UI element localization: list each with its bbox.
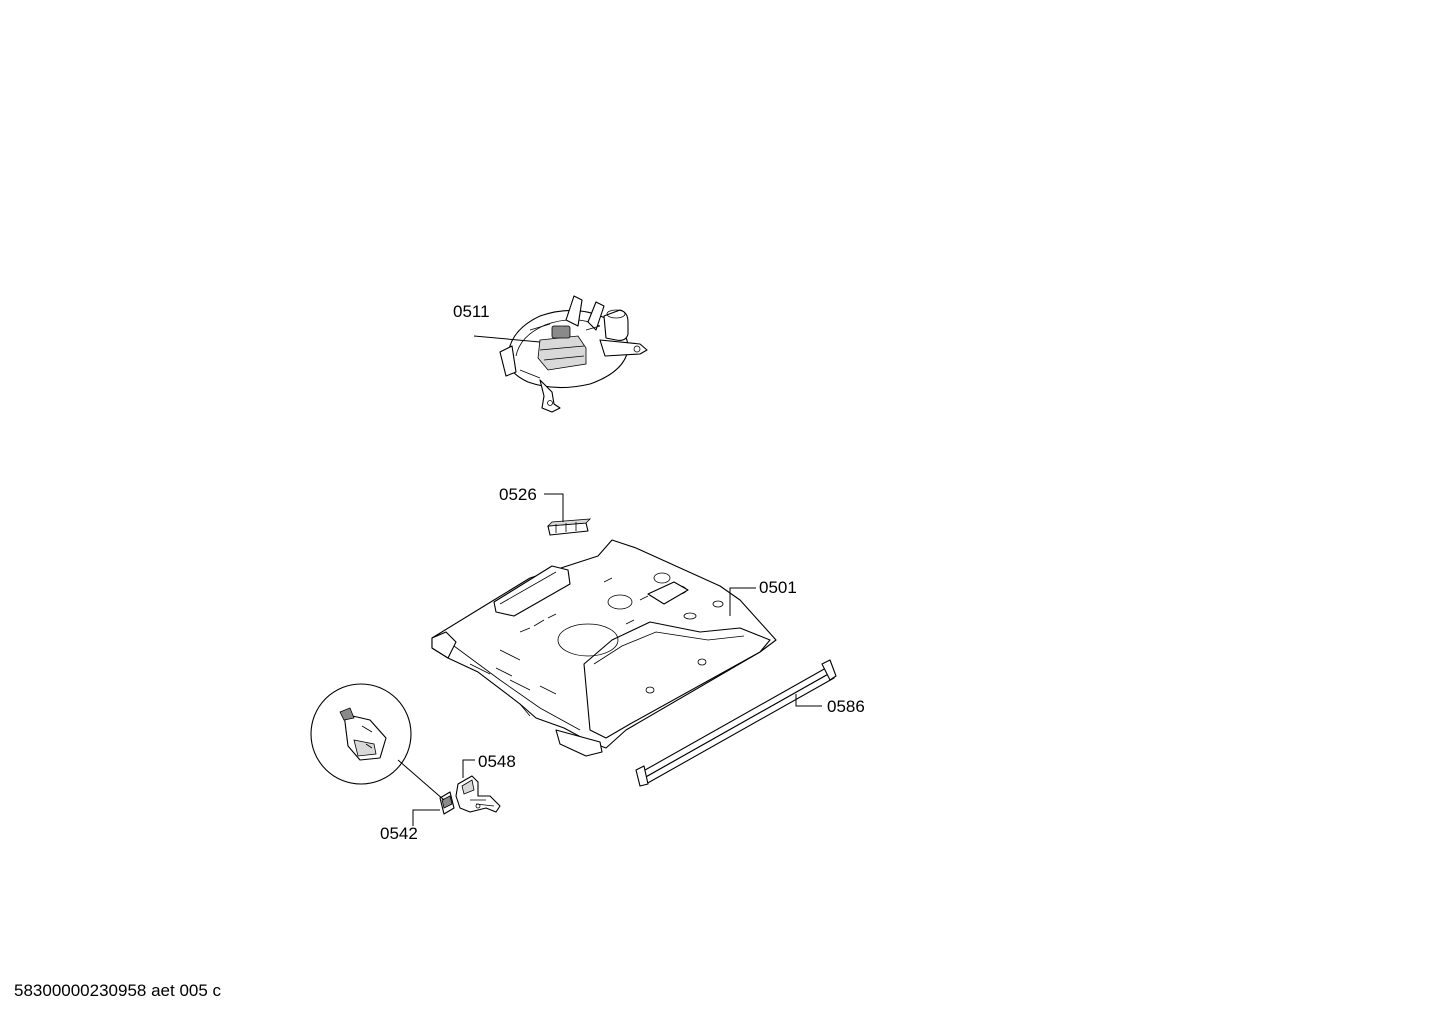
detail-magnifier: [310, 683, 445, 801]
part-label-0511[interactable]: 0511: [453, 302, 490, 321]
clip-part[interactable]: [546, 518, 592, 536]
micro-switch[interactable]: [439, 791, 455, 815]
part-label-0548[interactable]: 0548: [478, 752, 516, 771]
leader-0526: [544, 493, 564, 522]
drawing-code: 58300000230958 aet 005 c: [14, 981, 222, 1000]
leader-0542: [412, 809, 440, 826]
leader-0511: [473, 335, 541, 343]
guide-rail[interactable]: [635, 659, 837, 787]
switch-bracket[interactable]: [455, 775, 501, 813]
fan-motor-assembly[interactable]: [499, 295, 648, 413]
part-label-0542[interactable]: 0542: [380, 824, 418, 843]
leader-0501: [729, 587, 756, 616]
base-plate[interactable]: [431, 539, 777, 757]
part-label-0586[interactable]: 0586: [827, 697, 865, 716]
part-label-0501[interactable]: 0501: [759, 578, 797, 597]
part-label-0526[interactable]: 0526: [499, 485, 537, 504]
leader-0586: [795, 694, 822, 707]
leader-0548: [462, 759, 475, 778]
